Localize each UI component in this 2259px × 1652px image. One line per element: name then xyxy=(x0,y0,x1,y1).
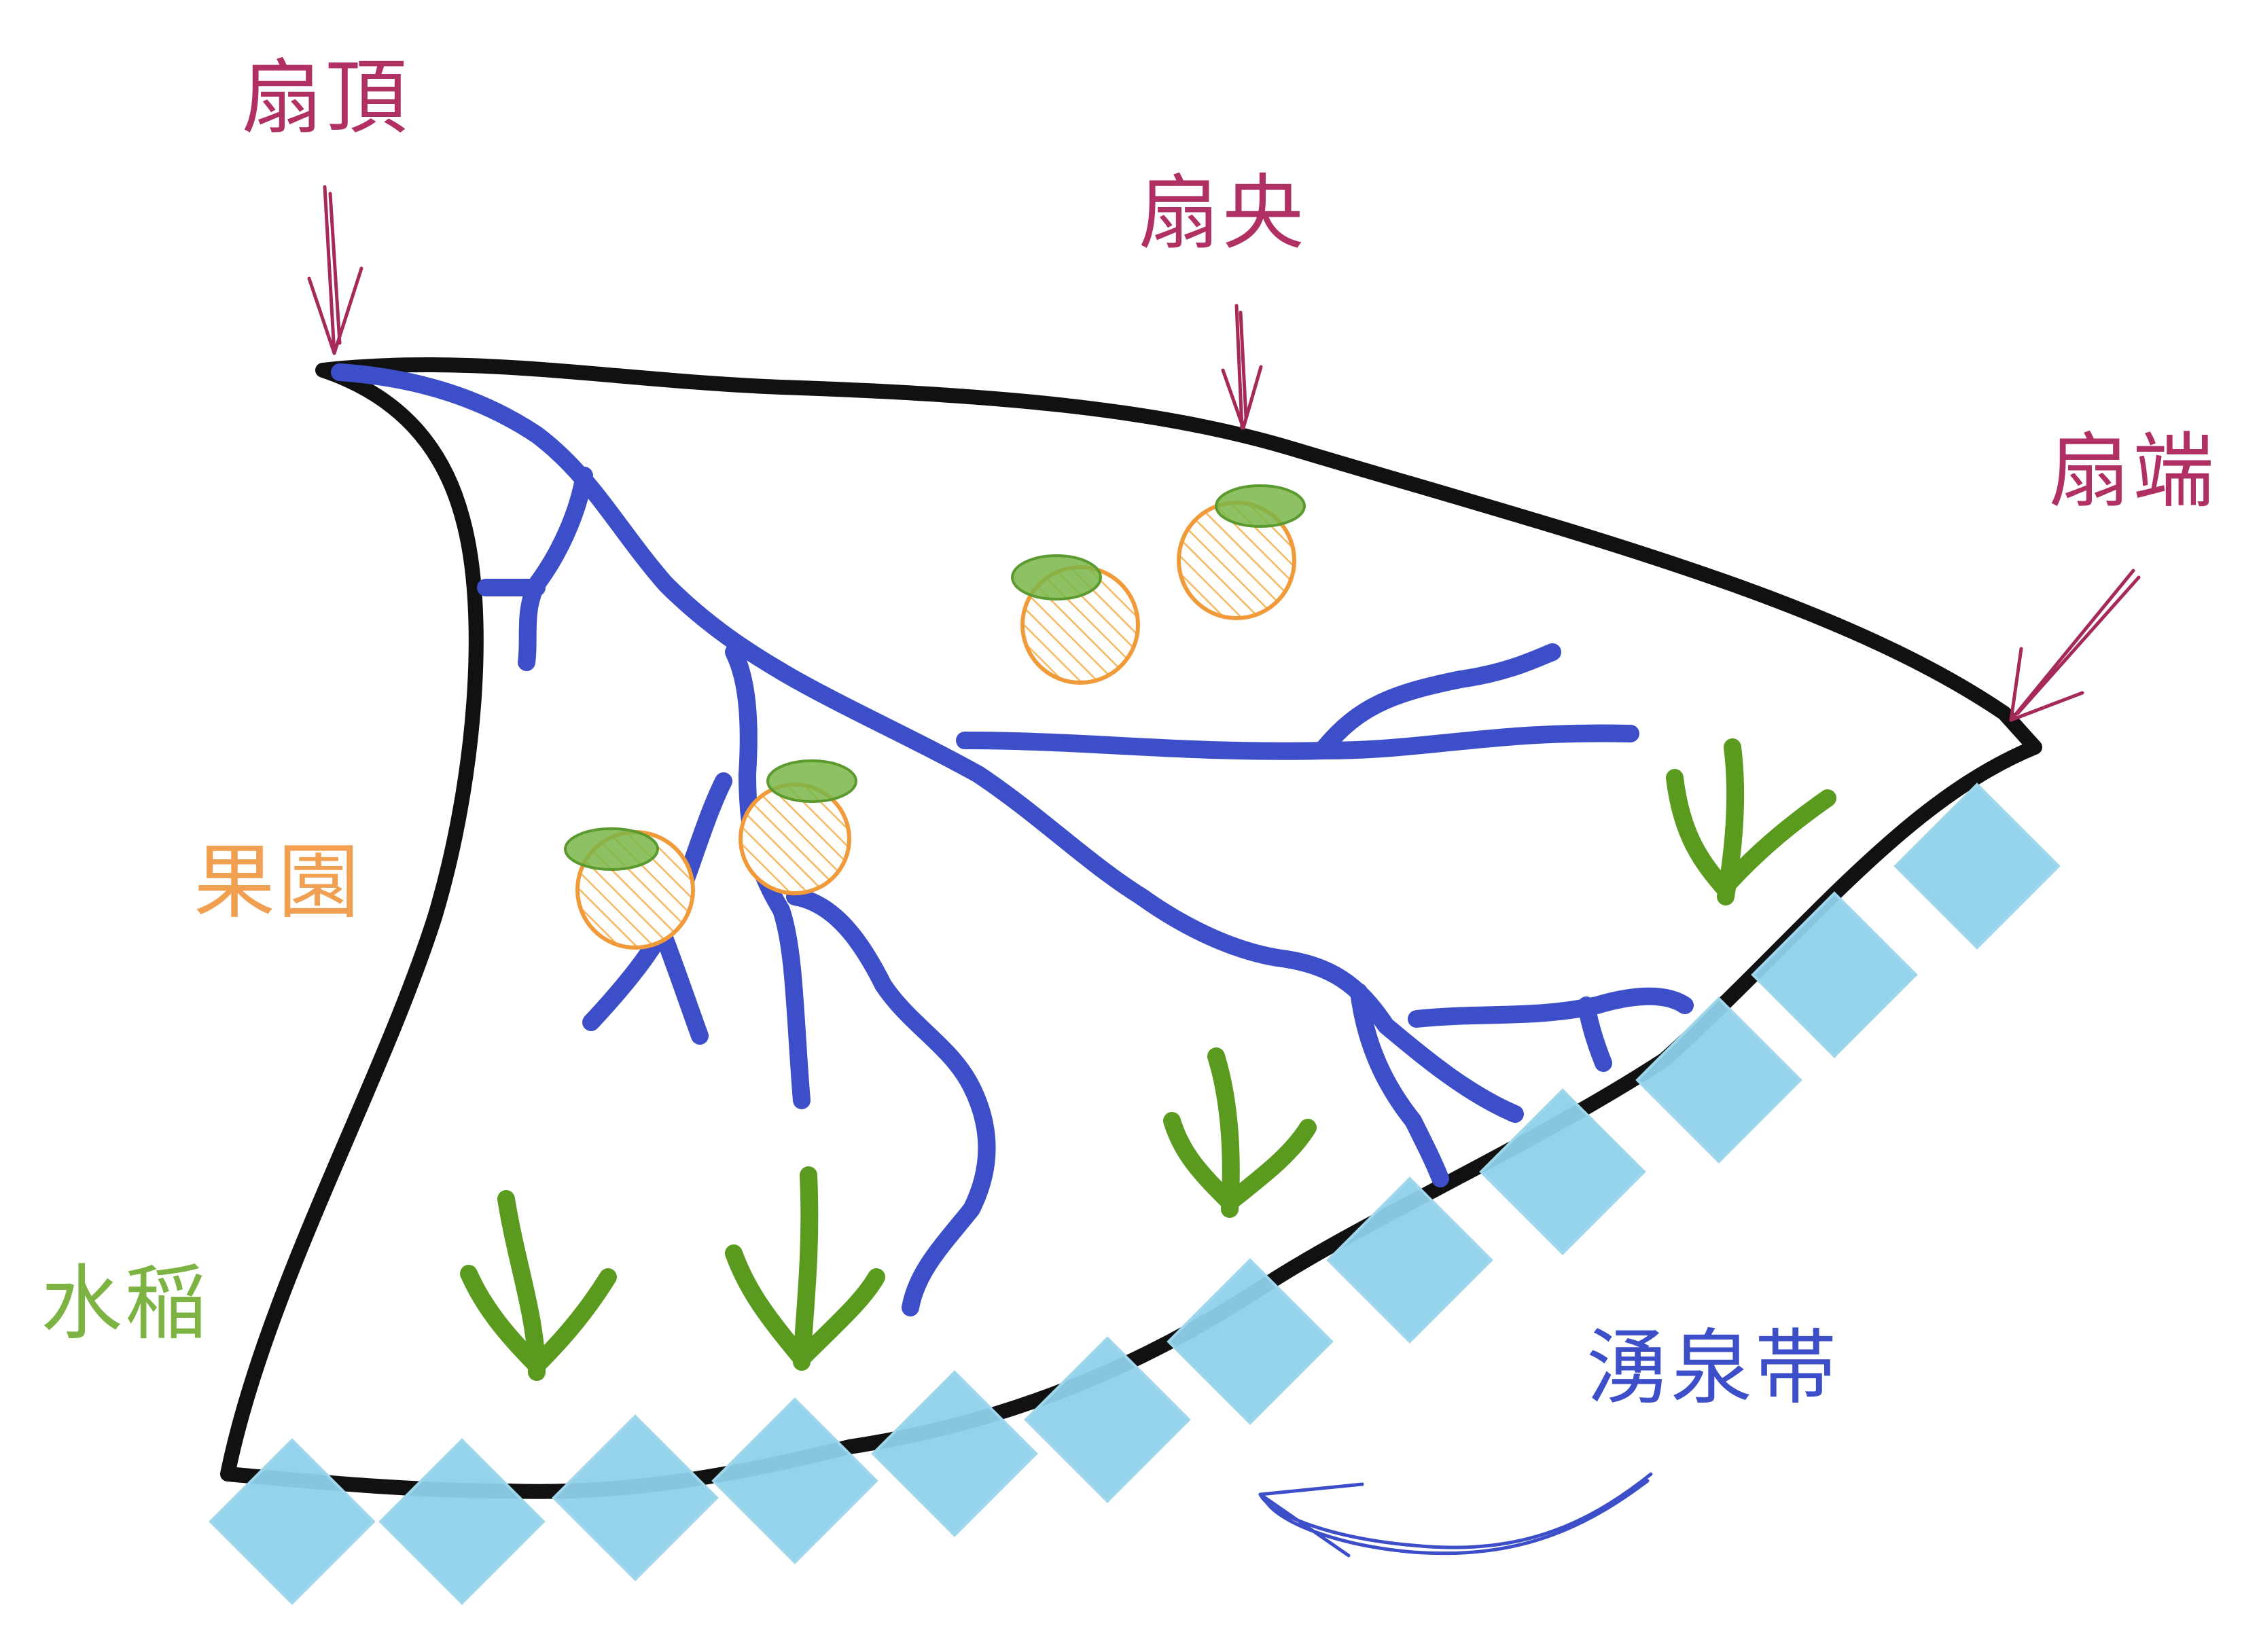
orange-fruit-icon xyxy=(739,759,857,895)
river-lower-branch xyxy=(1408,987,1694,1028)
river-upper-left xyxy=(518,467,593,671)
spring-diamond-icon xyxy=(552,1414,719,1581)
label-fan-apex: 扇頂 xyxy=(241,51,410,145)
spring-zone xyxy=(209,783,2061,1605)
arrow-down-icon xyxy=(307,185,363,355)
spring-diamond-icon xyxy=(1167,1258,1334,1425)
spring-diamond-icon xyxy=(378,1438,546,1605)
orange-fruit-icon xyxy=(1177,484,1306,620)
orange-fruit-icon xyxy=(564,827,695,950)
arrow-down-icon xyxy=(1221,304,1263,430)
rice-plant-icon xyxy=(1163,1047,1317,1218)
rice-plant-icon xyxy=(1666,738,1836,905)
spring-diamond-icon xyxy=(1479,1088,1646,1255)
label-orchard: 果園 xyxy=(194,836,362,930)
spring-diamond-icon xyxy=(1326,1177,1493,1344)
arrow-diagonal-icon xyxy=(2009,569,2141,722)
rice-plants xyxy=(460,738,1836,1381)
orchard-group xyxy=(564,484,1306,950)
river-right-down xyxy=(786,888,996,1316)
spring-diamond-icon xyxy=(1024,1336,1191,1503)
spring-diamond-icon xyxy=(209,1438,376,1605)
rice-plant-icon xyxy=(725,1166,885,1371)
river-main xyxy=(331,363,1524,1123)
label-spring-zone: 湧泉帯 xyxy=(1586,1321,1839,1416)
river-east-branch xyxy=(1316,643,1561,756)
rice-plant-icon xyxy=(460,1190,617,1381)
label-fan-middle: 扇央 xyxy=(1138,166,1306,261)
river-lower-stub xyxy=(1578,996,1612,1072)
spring-diamond-icon xyxy=(1893,783,2061,950)
label-fan-toe: 扇端 xyxy=(2048,425,2217,519)
label-rice: 水稲 xyxy=(41,1257,209,1351)
river-east xyxy=(956,724,1639,760)
spring-diamond-icon xyxy=(711,1397,878,1564)
spring-diamond-icon xyxy=(1635,996,1802,1164)
pointer-arrows xyxy=(307,185,2141,722)
spring-flow-arrow-icon xyxy=(1258,1472,1653,1558)
spring-diamond-icon xyxy=(1751,891,1918,1058)
river-network xyxy=(331,363,1694,1316)
river-lower-right xyxy=(1350,983,1449,1187)
orange-fruit-icon xyxy=(1011,554,1140,685)
spring-diamond-icon xyxy=(871,1370,1038,1537)
